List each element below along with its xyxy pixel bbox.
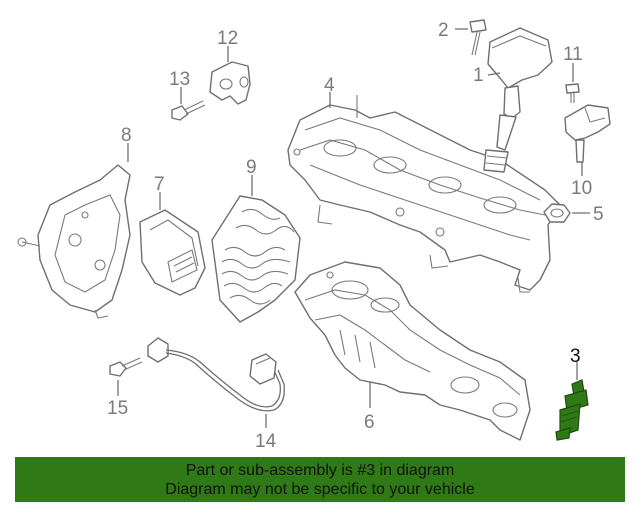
callout-11: 11: [563, 44, 583, 65]
parts-diagram: 2 1 3 4 5 6 7 8 9 10 11 12 13 14 15: [17, 19, 611, 452]
part-8-bracket: [17, 164, 131, 319]
callout-13: 13: [169, 69, 190, 90]
leader-lines: [117, 28, 590, 428]
callout-2: 2: [438, 20, 449, 41]
callout-1: 1: [473, 65, 484, 86]
callout-labels: 2 1 3 4 5 6 7 8 9 10 11 12 13 14 15: [107, 20, 604, 452]
part-10-sensor: [564, 104, 611, 163]
callout-8: 8: [121, 125, 132, 146]
part-2-bolt: [469, 19, 487, 56]
part-12-sensor: [209, 61, 251, 105]
callout-3: 3: [570, 346, 581, 367]
part-14-sensor-harness: [147, 337, 285, 412]
part-1-ignition-coil: [483, 27, 553, 173]
part-7-control-module: [139, 209, 206, 296]
callout-6: 6: [364, 412, 375, 433]
part-13-bolt: [171, 100, 206, 121]
part-3-spark-plug: [555, 379, 589, 441]
callout-9: 9: [246, 157, 257, 178]
part-6-lower-manifold: [294, 261, 531, 441]
part-4-engine-cover: [287, 95, 561, 293]
callout-14: 14: [255, 431, 277, 452]
callout-4: 4: [324, 75, 335, 96]
callout-10: 10: [571, 178, 592, 199]
part-11-bolt: [565, 83, 580, 103]
callout-12: 12: [217, 28, 238, 49]
callout-5: 5: [593, 204, 604, 225]
part-5-nut: [543, 203, 571, 223]
part-info-banner: Part or sub-assembly is #3 in diagram Di…: [15, 457, 625, 502]
banner-line-2: Diagram may not be specific to your vehi…: [165, 481, 475, 498]
part-15-bolt: [109, 357, 143, 377]
callout-15: 15: [107, 398, 128, 419]
banner-line-1: Part or sub-assembly is #3 in diagram: [185, 462, 455, 479]
part-9-heat-shield: [211, 195, 301, 323]
callout-7: 7: [154, 174, 165, 195]
